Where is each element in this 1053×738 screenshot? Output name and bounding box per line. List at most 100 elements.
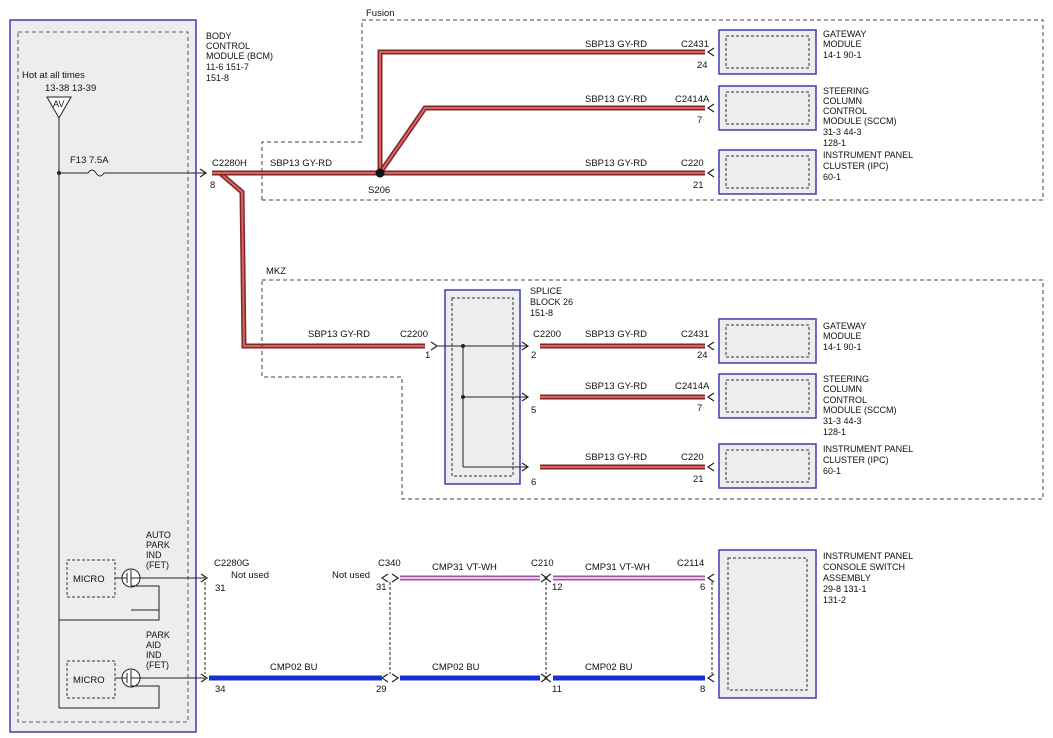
c340-pin-31: 31 bbox=[376, 582, 387, 593]
fusion-row1-module-4: 31-3 44-3 bbox=[823, 127, 862, 137]
fusion-label: Fusion bbox=[366, 8, 395, 19]
mkz-row1-module-2: CONTROL bbox=[823, 395, 867, 405]
bcm-inner-frame bbox=[17, 31, 189, 723]
mkz-row1-module-5: 128-1 bbox=[823, 427, 846, 437]
fusion-row2-connector: C220 bbox=[681, 158, 704, 169]
auto-park-label-1: PARK bbox=[146, 540, 170, 550]
splice-s206-label: S206 bbox=[368, 185, 390, 196]
bcm-connector-c2280g: C2280G bbox=[214, 558, 249, 569]
mkz-row1-pin: 7 bbox=[697, 403, 702, 414]
c2114-pin-8: 8 bbox=[700, 684, 705, 695]
bcm-pin-34: 34 bbox=[215, 684, 226, 695]
splice-label-0: SPLICE bbox=[530, 286, 562, 296]
fusion-connector: C2280H bbox=[212, 158, 247, 169]
mkz-row1-module-0: STEERING bbox=[823, 374, 869, 384]
mkz-row1-connector: C2414A bbox=[675, 381, 710, 392]
splice-internal-bus bbox=[437, 345, 527, 468]
c2114-pin-6: 6 bbox=[700, 582, 705, 593]
c340-label: C340 bbox=[378, 558, 401, 569]
park-aid-label-0: PARK bbox=[146, 630, 170, 640]
fusion-pin: 8 bbox=[210, 180, 215, 191]
mkz-border bbox=[261, 279, 1044, 500]
mkz-row2-module-2: 60-1 bbox=[823, 466, 841, 476]
gy-rd-wire-branches bbox=[377, 49, 705, 176]
fusion-row1-module-1: COLUMN bbox=[823, 96, 862, 106]
fusion-row2-module-2: 60-1 bbox=[823, 172, 841, 182]
gateway-module-box-fusion bbox=[718, 29, 817, 75]
fusion-section: Fusion C2280H 8 SBP13 GY-RD S206 SBP13 G… bbox=[210, 8, 1044, 349]
switch-module-4: 131-2 bbox=[823, 595, 846, 605]
hot-label: Hot at all times bbox=[22, 70, 85, 81]
mkz-row0-pin: 24 bbox=[697, 350, 708, 361]
gy-rd-wire-main bbox=[212, 170, 425, 349]
fusion-border bbox=[261, 19, 1044, 201]
mkz-row2-module-1: CLUSTER (IPC) bbox=[823, 455, 889, 465]
mkz-pin-in: 1 bbox=[425, 350, 430, 361]
micro-label-2: MICRO bbox=[73, 675, 105, 686]
c340-pin-29: 29 bbox=[376, 684, 387, 695]
micro-label-1: MICRO bbox=[73, 574, 105, 585]
park-aid-label-2: IND bbox=[146, 650, 162, 660]
ipc-module-box-fusion bbox=[718, 149, 817, 195]
splice-block-26 bbox=[444, 289, 521, 485]
mkz-row0-module-0: GATEWAY bbox=[823, 321, 866, 331]
c210-pin-12: 12 bbox=[552, 582, 563, 593]
park-aid-label-3: (FET) bbox=[146, 660, 169, 670]
fusion-row1-connector: C2414A bbox=[675, 94, 710, 105]
fusion-row2-pin: 21 bbox=[693, 180, 704, 191]
c2114-label: C2114 bbox=[677, 558, 704, 569]
mkz-row1-pin-out: 5 bbox=[531, 405, 536, 416]
switch-module-3: 29-8 131-1 bbox=[823, 584, 867, 594]
mkz-connector-out: C2200 bbox=[533, 329, 561, 340]
mkz-row0-connector: C2431 bbox=[681, 329, 709, 340]
switch-module-0: INSTRUMENT PANEL bbox=[823, 551, 913, 561]
mkz-row2-module-0: INSTRUMENT PANEL bbox=[823, 444, 913, 454]
not-used-right: Not used bbox=[332, 570, 370, 581]
mkz-row0-module-2: 14-1 90-1 bbox=[823, 342, 862, 352]
mkz-wire-in: SBP13 GY-RD bbox=[308, 329, 370, 340]
splice-label-2: 151-8 bbox=[530, 308, 553, 318]
mkz-row2-connector: C220 bbox=[681, 452, 704, 463]
gateway-module-box-mkz bbox=[718, 318, 817, 364]
mkz-row0-wire: SBP13 GY-RD bbox=[585, 329, 647, 340]
mkz-row2-pin-out: 6 bbox=[531, 477, 536, 488]
fusion-row1-module-2: CONTROL bbox=[823, 106, 867, 116]
av-label: AV bbox=[53, 99, 64, 109]
bcm-pin-31: 31 bbox=[215, 583, 226, 594]
c210-pin-11: 11 bbox=[552, 684, 562, 695]
mkz-row0-module-1: MODULE bbox=[823, 331, 862, 341]
fusion-row0-module-1: MODULE bbox=[823, 39, 862, 49]
sccm-module-box-fusion bbox=[718, 85, 817, 131]
splice-label-1: BLOCK 26 bbox=[530, 297, 573, 307]
fusion-row0-pin: 24 bbox=[697, 60, 708, 71]
switch-section: C2280G Not used 31 34 C340 Not used 31 2… bbox=[200, 549, 913, 699]
bu-label-2: CMP02 BU bbox=[585, 662, 633, 673]
vt-wh-label-1: CMP31 VT-WH bbox=[432, 562, 497, 573]
bcm-title-0: BODY bbox=[206, 31, 232, 41]
mkz-row2-pin: 21 bbox=[693, 474, 704, 485]
bcm-title-2: MODULE (BCM) bbox=[206, 51, 273, 61]
bcm-title-4: 151-8 bbox=[206, 73, 229, 83]
mkz-connector-in: C2200 bbox=[400, 329, 428, 340]
fusion-row1-wire: SBP13 GY-RD bbox=[585, 94, 647, 105]
bu-label-0: CMP02 BU bbox=[270, 662, 318, 673]
mkz-row1-module-3: MODULE (SCCM) bbox=[823, 405, 897, 415]
mkz-row1-wire: SBP13 GY-RD bbox=[585, 381, 647, 392]
fusion-row1-module-3: MODULE (SCCM) bbox=[823, 116, 897, 126]
fusion-wire-label: SBP13 GY-RD bbox=[270, 158, 332, 169]
not-used-left: Not used bbox=[231, 570, 269, 581]
bcm-frame bbox=[9, 19, 197, 733]
fusion-row0-module-0: GATEWAY bbox=[823, 29, 866, 39]
micro-box-2 bbox=[66, 660, 116, 699]
console-switch-module-box bbox=[718, 549, 817, 699]
park-aid-label-1: AID bbox=[146, 640, 162, 650]
mkz-wires bbox=[540, 343, 705, 470]
fusion-row1-module-0: STEERING bbox=[823, 86, 869, 96]
mkz-row1-module-1: COLUMN bbox=[823, 384, 862, 394]
vt-wh-label-2: CMP31 VT-WH bbox=[585, 562, 650, 573]
fusion-row1-pin: 7 bbox=[697, 115, 702, 126]
fusion-row0-module-2: 14-1 90-1 bbox=[823, 50, 862, 60]
fusion-row1-module-5: 128-1 bbox=[823, 138, 846, 148]
bcm-title-1: CONTROL bbox=[206, 41, 250, 51]
